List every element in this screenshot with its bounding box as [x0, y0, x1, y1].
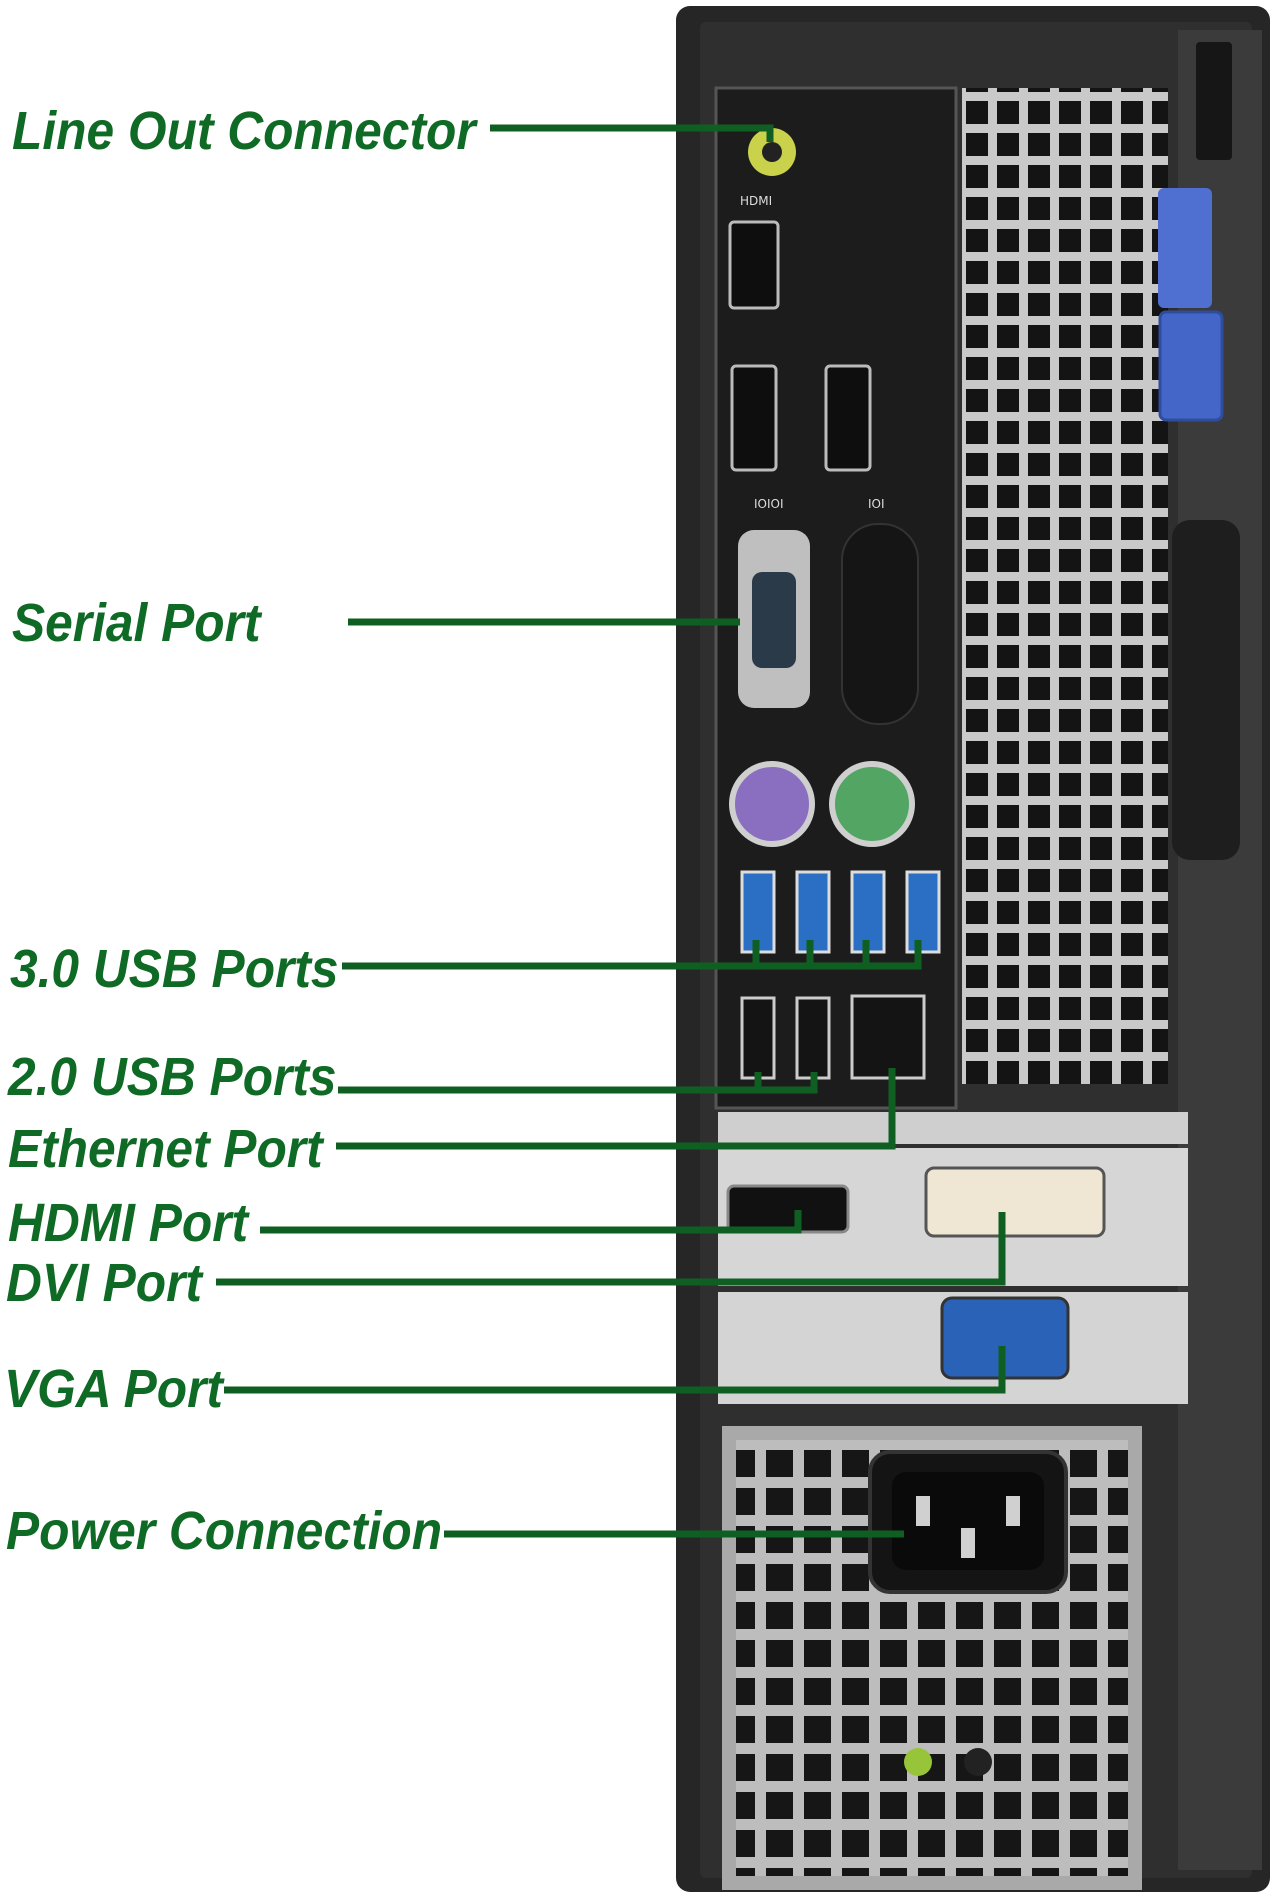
label-vga-port: VGA Port [4, 1359, 223, 1419]
leader-usb3 [342, 940, 922, 970]
power-supply [722, 1426, 1142, 1890]
power-inlet-pin-ground [961, 1528, 975, 1558]
hdmi-glyph: HDMI [740, 194, 772, 208]
psu-test-button [964, 1748, 992, 1776]
leader-line-out [490, 124, 774, 142]
serial-glyph: IOIOI [754, 497, 784, 511]
psu-status-led [904, 1748, 932, 1776]
side-slot-2 [1196, 42, 1232, 160]
displayport-1 [730, 364, 778, 472]
leader-vga [224, 1346, 1006, 1394]
power-inlet-pin-right [1006, 1496, 1020, 1526]
ps2-ports [729, 761, 915, 847]
line-out-jack-hole [762, 142, 782, 162]
vga-glyph: IOI [868, 497, 885, 511]
label-ethernet-port: Ethernet Port [8, 1119, 323, 1179]
usb2-ports [740, 996, 831, 1080]
leader-ethernet [336, 1068, 896, 1150]
usb3-port-4 [905, 870, 941, 954]
leader-usb2 [338, 1072, 818, 1094]
label-line-out-connector: Line Out Connector [12, 101, 476, 161]
ethernet-port-frame [850, 994, 926, 1080]
usb2-port-2 [795, 996, 831, 1080]
label-dvi-port: DVI Port [6, 1253, 202, 1313]
usb3-ports [740, 870, 941, 954]
chassis-latch [1158, 42, 1240, 860]
hdmi-io-port: HDMI [728, 194, 780, 310]
card-hdmi-port [726, 1184, 850, 1234]
card-dvi-port [924, 1166, 1106, 1238]
expansion-slot-1 [718, 1112, 1188, 1144]
leader-dvi [216, 1212, 1006, 1286]
displayport-2 [824, 364, 872, 472]
leader-lines [216, 124, 1006, 1538]
label-serial-port: Serial Port [12, 593, 261, 653]
ps2-keyboard [729, 761, 815, 847]
power-inlet-pin-left [916, 1496, 930, 1526]
side-slot-1 [1172, 520, 1240, 860]
serial-port: IOIOI [738, 497, 810, 708]
vga-knockout-plate [841, 523, 919, 725]
latch-blue-upper [1158, 188, 1212, 308]
label-2-0-usb-ports: 2.0 USB Ports [8, 1047, 337, 1107]
hdmi-io-frame [728, 220, 780, 310]
latch-blue-lower [1158, 310, 1224, 422]
leader-hdmi [260, 1210, 802, 1234]
line-out-jack [748, 128, 796, 176]
displayport-ports [730, 364, 872, 472]
serial-port-connector [752, 572, 796, 668]
label-hdmi-port: HDMI Port [8, 1193, 249, 1253]
vent-grille [962, 88, 1168, 1084]
ethernet-port [850, 994, 926, 1080]
label-3-0-usb-ports: 3.0 USB Ports [10, 939, 339, 999]
ps2-mouse [829, 761, 915, 847]
label-power-connection: Power Connection [6, 1501, 443, 1561]
expansion-cards [718, 1112, 1188, 1404]
vga-knockout: IOI [841, 497, 919, 725]
usb2-port-1 [740, 996, 776, 1080]
